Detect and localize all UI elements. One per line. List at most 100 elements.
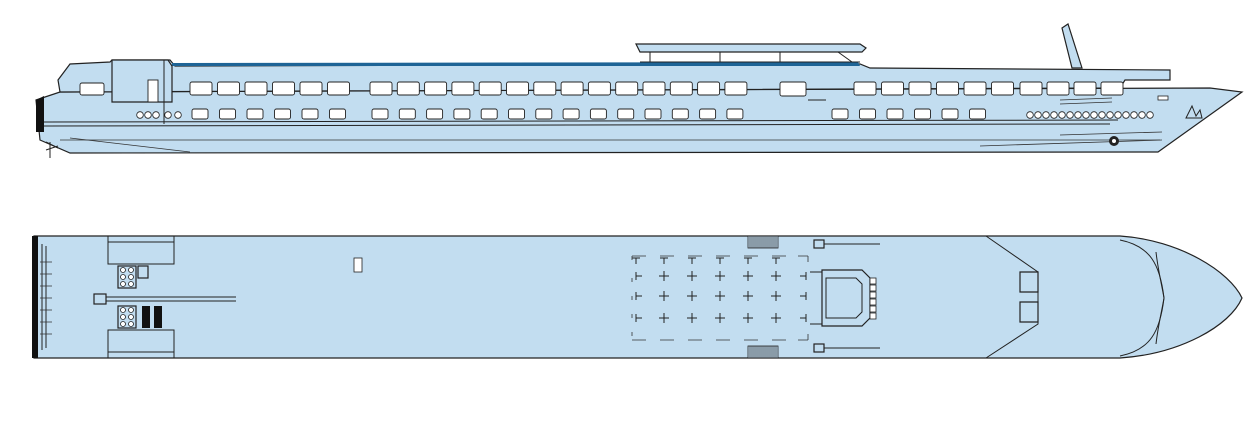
cabin-window: [301, 108, 319, 120]
cabin-window: [1073, 81, 1097, 96]
deck-side-marker: [800, 272, 807, 280]
deck-t-marker: [772, 257, 780, 264]
cabin-window: [560, 81, 584, 96]
plan-circle: [120, 321, 126, 327]
plan-mast-line: [94, 296, 236, 302]
profile-mast: [1061, 23, 1083, 69]
wheelhouse-door: [147, 79, 159, 103]
cabin-window: [219, 108, 236, 120]
porthole: [1058, 111, 1066, 119]
deck-side-marker: [635, 314, 642, 322]
grate-frame: [747, 345, 779, 359]
lounge-door-window: [779, 81, 807, 97]
porthole: [174, 111, 182, 119]
cabin-window: [533, 81, 557, 96]
cabin-window: [478, 81, 502, 96]
cabin-window: [671, 108, 689, 120]
cabin-window: [508, 108, 525, 120]
grate-frame: [747, 235, 779, 249]
wheelhouse-window: [869, 277, 877, 285]
deck-chair-marker: [687, 313, 697, 323]
canopy-supports: [649, 51, 853, 63]
cabin-window: [246, 108, 264, 120]
plan-circle: [128, 307, 134, 313]
profile-aft-strake: [69, 137, 191, 153]
plan-stern-marks: [40, 261, 52, 335]
porthole: [1146, 111, 1154, 119]
roof-accent-stripe: [172, 62, 860, 66]
plan-bow-vent-bottom: [1019, 301, 1039, 323]
deck-t-marker: [688, 257, 696, 264]
plan-circle: [128, 321, 134, 327]
cabin-window: [1046, 81, 1070, 96]
cabin-window: [369, 81, 393, 96]
deck-chair-marker: [771, 313, 781, 323]
profile-sun-deck-canopy: [635, 43, 867, 53]
top-plan-view: [32, 235, 1243, 359]
plan-circle: [128, 267, 134, 273]
porthole: [1050, 111, 1058, 119]
plan-circle: [120, 281, 126, 287]
deck-t-marker: [744, 257, 752, 264]
porthole: [164, 111, 172, 119]
plan-wheelhouse-inner: [825, 277, 863, 319]
cabin-window: [699, 108, 717, 120]
plan-circle: [120, 307, 126, 313]
deck-chair-marker: [659, 271, 669, 281]
plan-bow-chevron: [985, 235, 1039, 359]
profile-deck-line-1: [43, 119, 1119, 123]
plan-stern-dark: [32, 236, 38, 358]
porthole: [1066, 111, 1074, 119]
cabin-window: [589, 108, 607, 120]
deck-chair-marker: [715, 271, 725, 281]
cabin-window: [936, 81, 959, 96]
cabin-window: [426, 108, 444, 120]
porthole: [1098, 111, 1106, 119]
cabin-window: [191, 108, 209, 120]
cabin-window: [1100, 81, 1124, 96]
cabin-window: [991, 81, 1014, 96]
plan-hatch: [353, 257, 363, 273]
deck-chair-marker: [743, 313, 753, 323]
porthole: [1106, 111, 1114, 119]
plan-deck-furniture-grid: [632, 257, 807, 323]
deck-chair-marker: [715, 291, 725, 301]
plan-circle: [120, 267, 126, 273]
wheelhouse-window: [869, 298, 877, 306]
porthole: [136, 111, 144, 119]
plan-rail-cap-bottom: [813, 343, 825, 353]
deck-side-marker: [800, 314, 807, 322]
plan-gangway-grate-top: [747, 235, 779, 249]
porthole: [1026, 111, 1034, 119]
plan-stair-circles-top: [117, 265, 149, 289]
deck-chair-marker: [715, 313, 725, 323]
cabin-window: [963, 81, 987, 96]
cabin-window: [908, 81, 932, 96]
porthole: [1034, 111, 1042, 119]
plan-dark-block-2: [154, 306, 162, 328]
cabin-window: [859, 108, 876, 120]
profile-portholes: [136, 111, 1154, 119]
deck-t-marker: [632, 257, 640, 264]
deck-chair-marker: [771, 291, 781, 301]
plan-rail-cap-top: [813, 239, 825, 249]
cabin-window: [615, 81, 639, 96]
cabin-window: [853, 81, 877, 96]
porthole: [144, 111, 152, 119]
porthole: [1130, 111, 1138, 119]
anchor-icon-center: [1112, 139, 1116, 143]
cabin-window: [272, 81, 295, 96]
cabin-window: [453, 108, 471, 120]
profile-bow-rail: [1059, 97, 1113, 105]
cabin-window: [587, 81, 611, 96]
porthole: [1090, 111, 1098, 119]
plan-circle: [128, 274, 134, 280]
plan-circle: [128, 281, 134, 287]
plan-gangway-rails: [814, 243, 880, 349]
plan-stair-circles-bottom: [117, 305, 162, 329]
plan-wheelhouse-segments: [869, 277, 877, 320]
cabin-window: [831, 108, 849, 120]
cabin-window: [396, 81, 420, 96]
cabin-window: [969, 108, 986, 120]
